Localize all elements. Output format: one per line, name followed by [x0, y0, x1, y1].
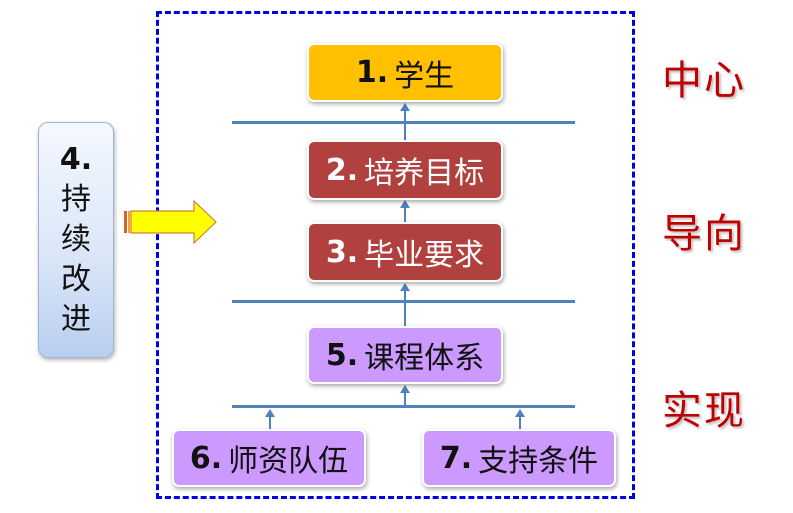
- side-char: 改: [61, 262, 91, 297]
- box-continuous-improvement: 4. 持 续 改 进: [38, 122, 114, 358]
- box-number: 1.: [355, 55, 389, 90]
- connector-line: [404, 205, 406, 223]
- box-training-objectives: 2. 培养目标: [307, 140, 503, 200]
- connector-line: [519, 413, 521, 431]
- arrow-right-icon: [124, 199, 217, 245]
- box-number: 6.: [189, 440, 223, 476]
- connector-line: [404, 389, 406, 407]
- connector-line: [404, 108, 406, 124]
- side-char: 进: [61, 302, 91, 337]
- box-number: 3.: [325, 234, 359, 270]
- box-curriculum: 5. 课程体系: [307, 326, 503, 384]
- box-number: 5.: [325, 337, 359, 373]
- label-guide: 导向: [662, 211, 746, 257]
- separator-line-top: [232, 121, 575, 124]
- separator-line-middle: [232, 300, 575, 303]
- arrow-up-icon: [400, 200, 410, 208]
- connector-line: [404, 287, 406, 327]
- label-realize: 实现: [662, 388, 746, 434]
- connector-line: [404, 124, 406, 143]
- side-char: 续: [61, 222, 91, 257]
- dashed-frame: [156, 11, 635, 499]
- box-support-conditions: 7. 支持条件: [422, 429, 616, 487]
- box-student: 1. 学生: [307, 43, 503, 102]
- separator-line-bottom: [232, 405, 575, 408]
- box-label: 学生: [394, 58, 455, 94]
- box-faculty: 6. 师资队伍: [172, 429, 366, 487]
- box-number: 7.: [439, 440, 473, 476]
- box-label: 毕业要求: [364, 238, 485, 273]
- side-char: 持: [61, 182, 91, 217]
- arrow-up-icon: [400, 103, 410, 111]
- box-number: 4.: [59, 142, 93, 177]
- label-center: 中心: [662, 58, 746, 104]
- box-graduation-requirements: 3. 毕业要求: [307, 222, 503, 282]
- arrow-up-icon: [400, 283, 410, 291]
- box-label: 支持条件: [478, 444, 599, 479]
- arrow-up-icon: [515, 409, 525, 417]
- box-label: 师资队伍: [228, 444, 349, 479]
- box-number: 2.: [325, 152, 359, 188]
- arrow-up-icon: [400, 385, 410, 393]
- arrow-up-icon: [265, 409, 275, 417]
- box-label: 培养目标: [364, 156, 485, 191]
- connector-line: [269, 413, 271, 431]
- box-label: 课程体系: [364, 341, 485, 376]
